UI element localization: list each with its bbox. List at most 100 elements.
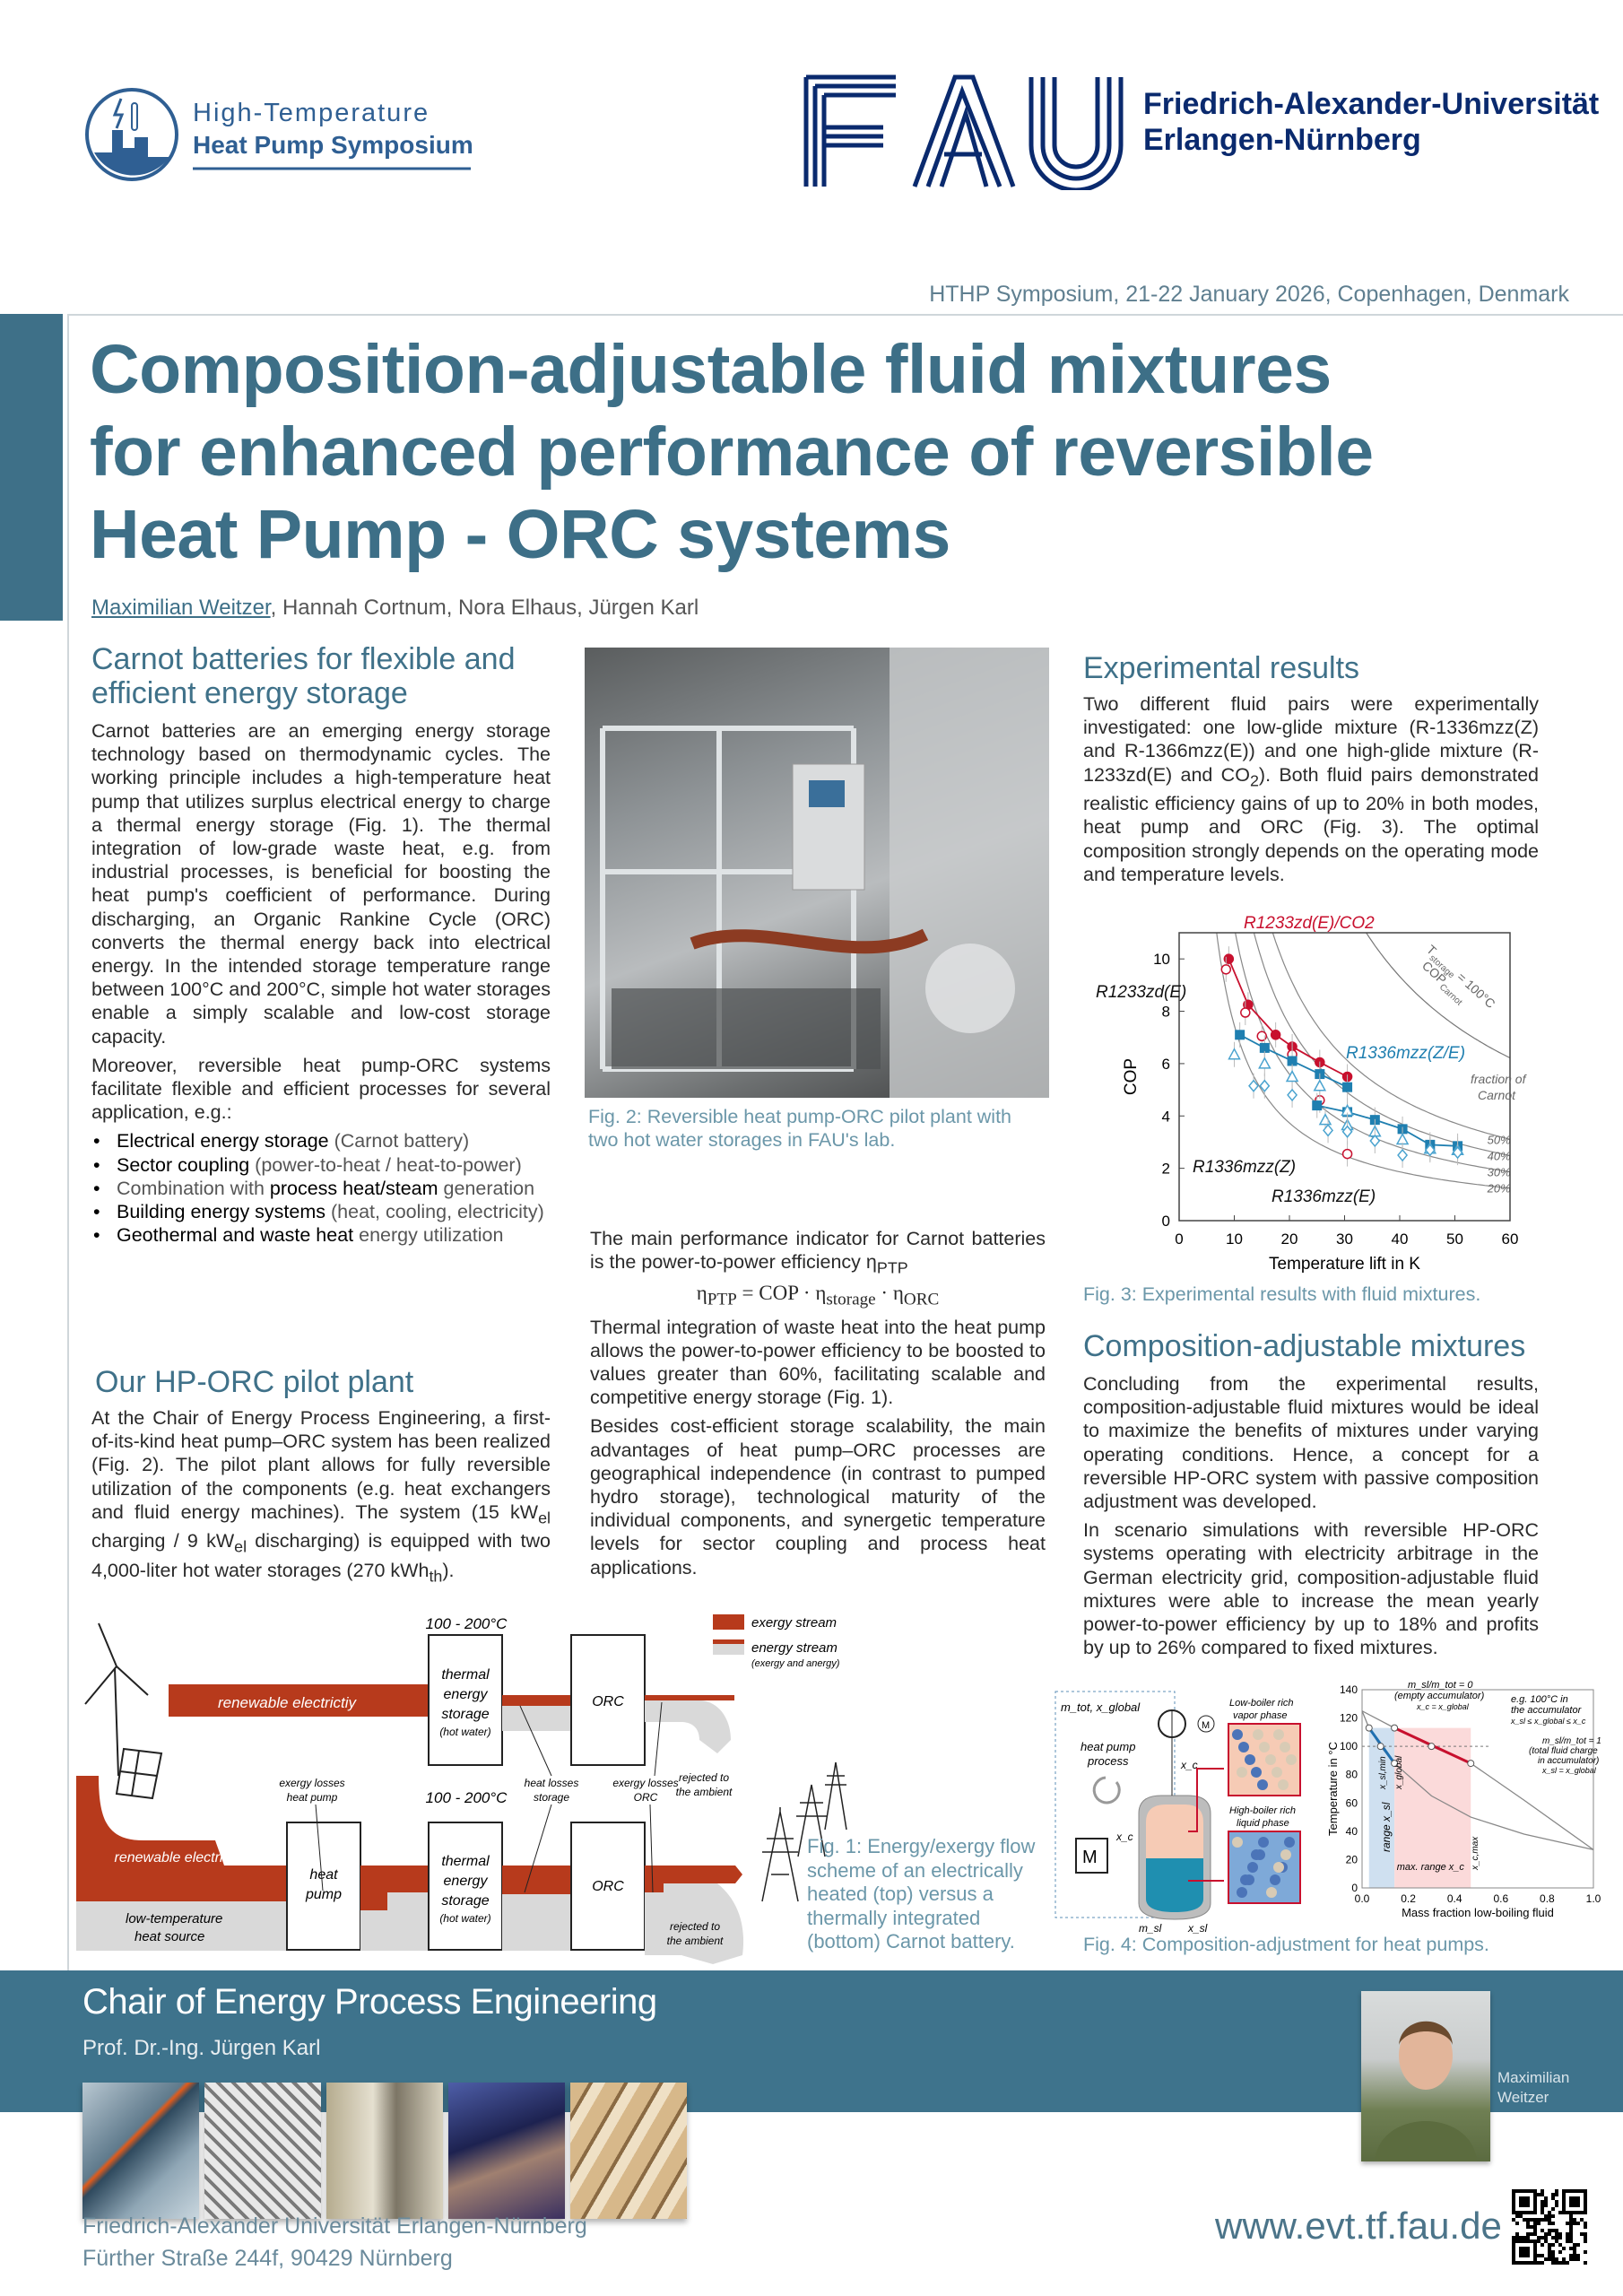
qr-module [1515,2222,1519,2225]
qr-module [1541,2243,1544,2247]
label: x_c [1115,1831,1133,1843]
state-point [1391,1724,1399,1732]
svg-text:exergy losses: exergy losses [279,1777,344,1789]
svg-text:ORC: ORC [592,1879,624,1894]
svg-text:rejected to: rejected to [679,1771,729,1784]
x-tick-label: 20 [1281,1231,1298,1248]
qr-module [1576,2211,1580,2214]
qr-module [1562,2207,1566,2211]
x-axis-label: Temperature lift in K [1269,1255,1420,1274]
qr-module [1576,2196,1580,2200]
x-tick-label: 60 [1502,1231,1519,1248]
fig4-caption: Fig. 4: Composition-adjustment for heat … [1083,1934,1489,1955]
label: liquid phase [1237,1818,1289,1829]
qr-module [1512,2211,1515,2214]
section-heading-carnot: Carnot batteries for flexible and effici… [91,642,516,710]
qr-module [1526,2200,1530,2204]
qr-module [1526,2239,1530,2243]
data-point [1258,1057,1271,1069]
label: m_tot, x_global [1061,1700,1141,1714]
qr-module [1515,2261,1519,2265]
svg-text:heat pump: heat pump [287,1791,338,1804]
state-point [1391,1760,1399,1768]
svg-text:energy: energy [444,1687,489,1702]
qr-module [1562,2196,1566,2200]
qr-module [1573,2250,1576,2254]
website-link[interactable]: www.evt.tf.fau.de [1215,2205,1502,2247]
qr-module [1584,2196,1587,2200]
efficiency-text: The main performance indicator for Carno… [590,1227,1046,1585]
qr-module [1548,2247,1551,2250]
x-tick-label: 0.4 [1447,1892,1462,1905]
qr-module [1551,2243,1555,2247]
qr-module [1512,2196,1515,2200]
qr-module [1555,2232,1558,2236]
paragraph: Thermal integration of waste heat into t… [590,1316,1046,1409]
motor-label: M [1202,1720,1210,1731]
x-tick-label: 0.0 [1355,1892,1370,1905]
annotation: the accumulator [1511,1705,1583,1716]
data-point [1395,1132,1410,1145]
qr-module [1566,2239,1569,2243]
qr-module [1551,2193,1555,2196]
paragraph: Concluding from the experimental results… [1083,1373,1539,1513]
qr-module [1555,2200,1558,2204]
heat-pump-box [286,1822,361,1951]
qr-code[interactable] [1512,2188,1587,2266]
molecule [1253,1729,1263,1740]
text-run: ). [442,1559,455,1581]
data-point [1259,1079,1271,1092]
section-heading-adjustable: Composition-adjustable mixtures [1083,1329,1526,1363]
qr-module [1566,2222,1569,2225]
data-point [1342,1082,1353,1092]
qr-module [1533,2200,1537,2204]
qr-module [1530,2225,1533,2229]
molecule [1280,1849,1291,1860]
series-label: R1233zd(E)/CO2 [1244,914,1375,933]
qr-module [1519,2247,1523,2250]
symposium-logo: High-Temperature Heat Pump Symposium [85,88,473,181]
qr-module [1580,2218,1584,2222]
fig2-caption: Fig. 2: Reversible heat pump-ORC pilot p… [588,1106,1012,1151]
fraction-label: 50% [1488,1133,1511,1146]
qr-module [1569,2200,1573,2204]
qr-module [1530,2239,1533,2243]
label: High-boiler rich [1229,1805,1296,1816]
qr-module [1512,2247,1515,2250]
x-tick-label: 0 [1175,1231,1183,1248]
molecule [1251,1767,1262,1778]
molecule [1238,1742,1249,1752]
paragraph: Moreover, reversible heat pump-ORC syste… [91,1054,551,1124]
qr-module [1584,2239,1587,2243]
presenting-author[interactable]: Maximilian Weitzer [91,596,271,620]
x-tick-label: 0.6 [1493,1892,1508,1905]
qr-module [1551,2257,1555,2261]
fig1-flow-scheme: renewable electrictiy 100 - 200°C therma… [76,1614,847,1964]
qr-module [1512,2236,1515,2239]
svg-text:low-temperature: low-temperature [126,1911,222,1926]
label: x_c [1180,1759,1198,1771]
svg-text:exergy losses: exergy losses [612,1777,678,1789]
qr-module [1548,2218,1551,2222]
svg-text:ORC: ORC [634,1791,658,1804]
subscript: el [234,1537,247,1556]
data-point [1341,1125,1353,1138]
data-point [1341,1148,1353,1160]
qr-module [1562,2189,1566,2193]
qr-module [1523,2204,1526,2207]
y-tick-label: 0 [1351,1882,1358,1894]
title-line: Composition-adjustable fluid mixtures [90,331,1332,408]
qr-module [1523,2218,1526,2222]
carnot-fraction-curve [1271,933,1510,1140]
label: M [1082,1848,1098,1867]
label: x_sl [1187,1922,1208,1935]
qr-module [1533,2239,1537,2243]
qr-module [1573,2200,1576,2204]
label: Low-boiler rich [1229,1698,1294,1709]
molecule [1271,1767,1282,1778]
subscript: el [538,1509,551,1527]
x-tick-label: 0.2 [1401,1892,1416,1905]
qr-module [1558,2261,1562,2265]
qr-module [1569,2218,1573,2222]
